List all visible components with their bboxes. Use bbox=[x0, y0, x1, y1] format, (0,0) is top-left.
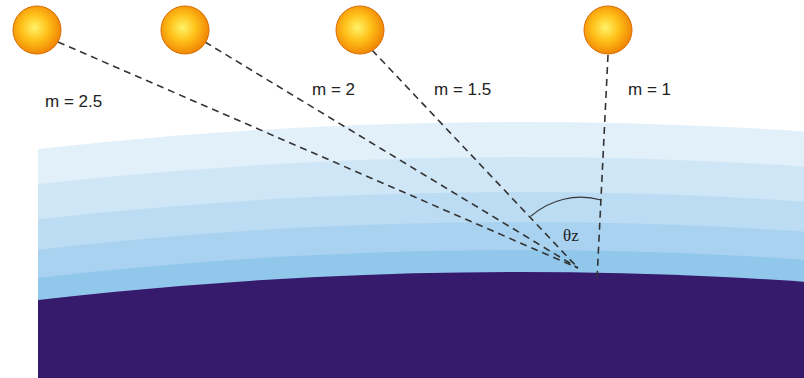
ray-line bbox=[58, 42, 578, 268]
atmosphere-layer bbox=[38, 157, 804, 378]
air-mass-label: m = 2.5 bbox=[45, 92, 102, 112]
angle-arc bbox=[531, 197, 601, 216]
air-mass-label: m = 1.5 bbox=[434, 80, 491, 100]
air-mass-label: m = 1 bbox=[628, 80, 671, 100]
angle-label: θz bbox=[563, 226, 579, 246]
sun-rays bbox=[58, 42, 608, 280]
sun bbox=[336, 6, 384, 54]
sun bbox=[13, 6, 61, 54]
air-mass-label: m = 2 bbox=[312, 80, 355, 100]
sun bbox=[584, 6, 632, 54]
atmosphere-layer bbox=[38, 192, 804, 378]
ray-line bbox=[205, 42, 578, 268]
sun bbox=[161, 6, 209, 54]
atmosphere-layer bbox=[38, 250, 804, 378]
atmosphere bbox=[38, 122, 804, 378]
ray-line bbox=[372, 50, 578, 268]
suns bbox=[13, 6, 632, 54]
atmosphere-layer bbox=[38, 222, 804, 378]
ray-line bbox=[597, 55, 608, 280]
earth bbox=[38, 272, 804, 378]
atmosphere-layer bbox=[38, 122, 804, 378]
